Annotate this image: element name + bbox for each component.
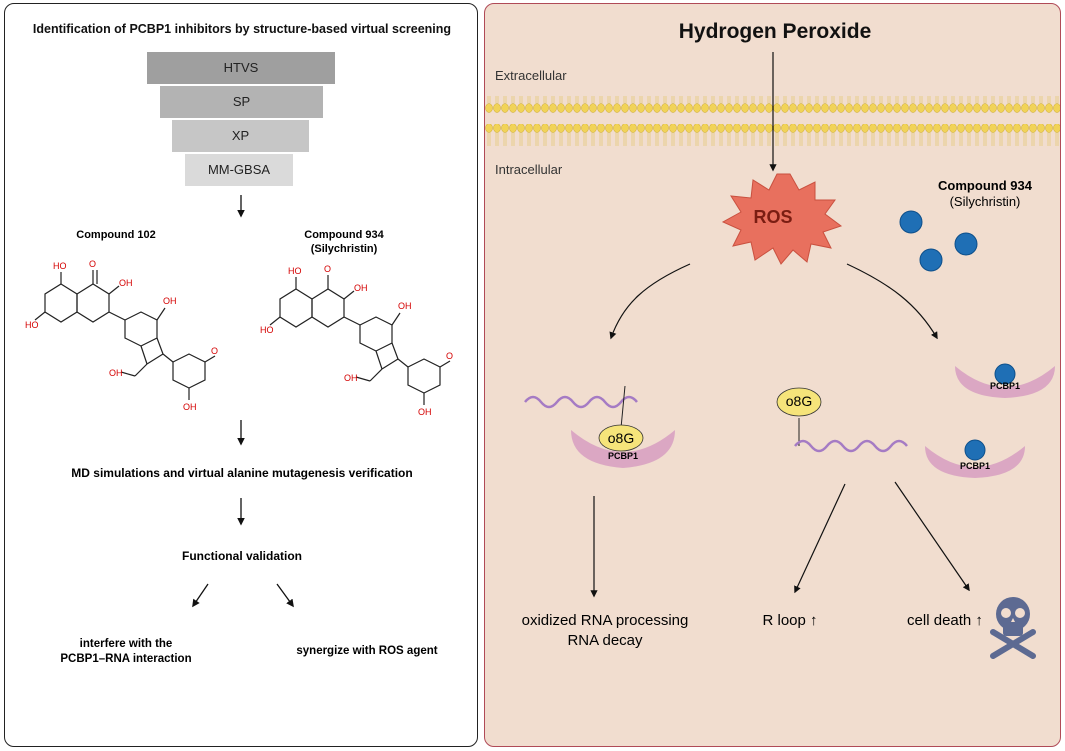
left-title: Identification of PCBP1 inhibitors by st… bbox=[32, 22, 452, 36]
svg-text:HO: HO bbox=[53, 261, 67, 271]
arrow-to-r-loop bbox=[794, 483, 846, 594]
compound-dot bbox=[954, 232, 978, 256]
arrow-ros-left bbox=[609, 263, 691, 340]
compound-102-label: Compound 102 bbox=[76, 229, 156, 241]
svg-text:OH: OH bbox=[109, 368, 123, 378]
outcome-rna-processing: oxidized RNA processing bbox=[521, 612, 689, 629]
md-simulation-step: MD simulations and virtual alanine mutag… bbox=[71, 466, 413, 480]
outcome-synergize: synergize with ROS agent bbox=[296, 645, 438, 657]
o8g-base bbox=[776, 387, 822, 417]
compound-dot bbox=[919, 248, 943, 272]
o8g-tether bbox=[620, 385, 626, 429]
left-panel: Identification of PCBP1 inhibitors by st… bbox=[4, 3, 478, 747]
pcbp1-label: PCBP1 bbox=[607, 451, 638, 461]
o8g-label: o8G bbox=[785, 393, 813, 409]
ros-burst bbox=[721, 173, 843, 265]
funnel-step-mmgbsa: MM-GBSA bbox=[185, 154, 293, 186]
extracellular-label: Extracellular bbox=[495, 68, 567, 83]
svg-text:O: O bbox=[324, 264, 331, 274]
skull-crossbones-icon bbox=[990, 597, 1036, 659]
hydrogen-peroxide-title: Hydrogen Peroxide bbox=[678, 20, 872, 43]
svg-text:OH: OH bbox=[163, 296, 177, 306]
arrow-ros-right bbox=[846, 263, 938, 340]
o8g-base bbox=[598, 424, 644, 452]
arrow-to-cell-death bbox=[894, 481, 970, 592]
svg-text:OH: OH bbox=[398, 301, 412, 311]
outcome-rna-decay: RNA decay bbox=[567, 632, 643, 649]
svg-text:OH: OH bbox=[119, 278, 133, 288]
svg-text:O: O bbox=[446, 351, 453, 361]
svg-text:O: O bbox=[211, 346, 218, 356]
arrow-functional-left bbox=[192, 583, 209, 608]
compound-102-structure: O OH HO HO OH OH OH O bbox=[25, 259, 218, 412]
outcome-r-loop: R loop ↑ bbox=[762, 612, 818, 629]
svg-text:HO: HO bbox=[260, 325, 274, 335]
ros-label: ROS bbox=[753, 207, 793, 227]
right-diagram bbox=[485, 52, 1060, 659]
svg-text:HO: HO bbox=[288, 266, 302, 276]
funnel-step-xp: XP bbox=[172, 120, 309, 152]
compound-934-sublabel: (Silychristin) bbox=[310, 243, 378, 255]
pcbp1-label: PCBP1 bbox=[959, 461, 990, 471]
pcbp1-label: PCBP1 bbox=[989, 381, 1020, 391]
compound-934-label: Compound 934 bbox=[304, 229, 384, 241]
left-arrows bbox=[192, 195, 294, 608]
svg-text:O: O bbox=[89, 259, 96, 269]
pcbp1-protein bbox=[955, 366, 1055, 398]
rna-strand bbox=[794, 439, 908, 453]
o8g-label: o8G bbox=[607, 430, 635, 446]
compound-dot bbox=[899, 210, 923, 234]
svg-text:OH: OH bbox=[418, 407, 432, 417]
outcome-cell-death: cell death ↑ bbox=[907, 612, 983, 629]
funnel-step-sp: SP bbox=[160, 86, 323, 118]
rna-strand bbox=[524, 395, 638, 409]
intracellular-label: Intracellular bbox=[495, 162, 563, 177]
svg-text:HO: HO bbox=[25, 320, 39, 330]
pcbp1-protein bbox=[925, 446, 1025, 478]
compound-934-subtitle: (Silychristin) bbox=[949, 194, 1021, 209]
compound-dot bbox=[994, 363, 1016, 385]
outcome-interfere-line1: interfere with the bbox=[79, 638, 173, 650]
svg-text:OH: OH bbox=[183, 402, 197, 412]
pcbp1-protein bbox=[571, 430, 675, 468]
compound-934-title: Compound 934 bbox=[938, 178, 1032, 193]
arrow-functional-right bbox=[276, 583, 294, 608]
outcome-interfere-line2: PCBP1–RNA interaction bbox=[60, 653, 192, 665]
funnel-step-htvs: HTVS bbox=[147, 52, 335, 84]
svg-text:OH: OH bbox=[354, 283, 368, 293]
right-panel: Hydrogen Peroxide Extracellular Intracel… bbox=[484, 3, 1061, 747]
svg-text:OH: OH bbox=[344, 373, 358, 383]
compound-934-structure: O OH HO HO OH OH OH O bbox=[260, 264, 453, 417]
compound-dot bbox=[964, 439, 986, 461]
functional-validation-step: Functional validation bbox=[181, 549, 302, 563]
